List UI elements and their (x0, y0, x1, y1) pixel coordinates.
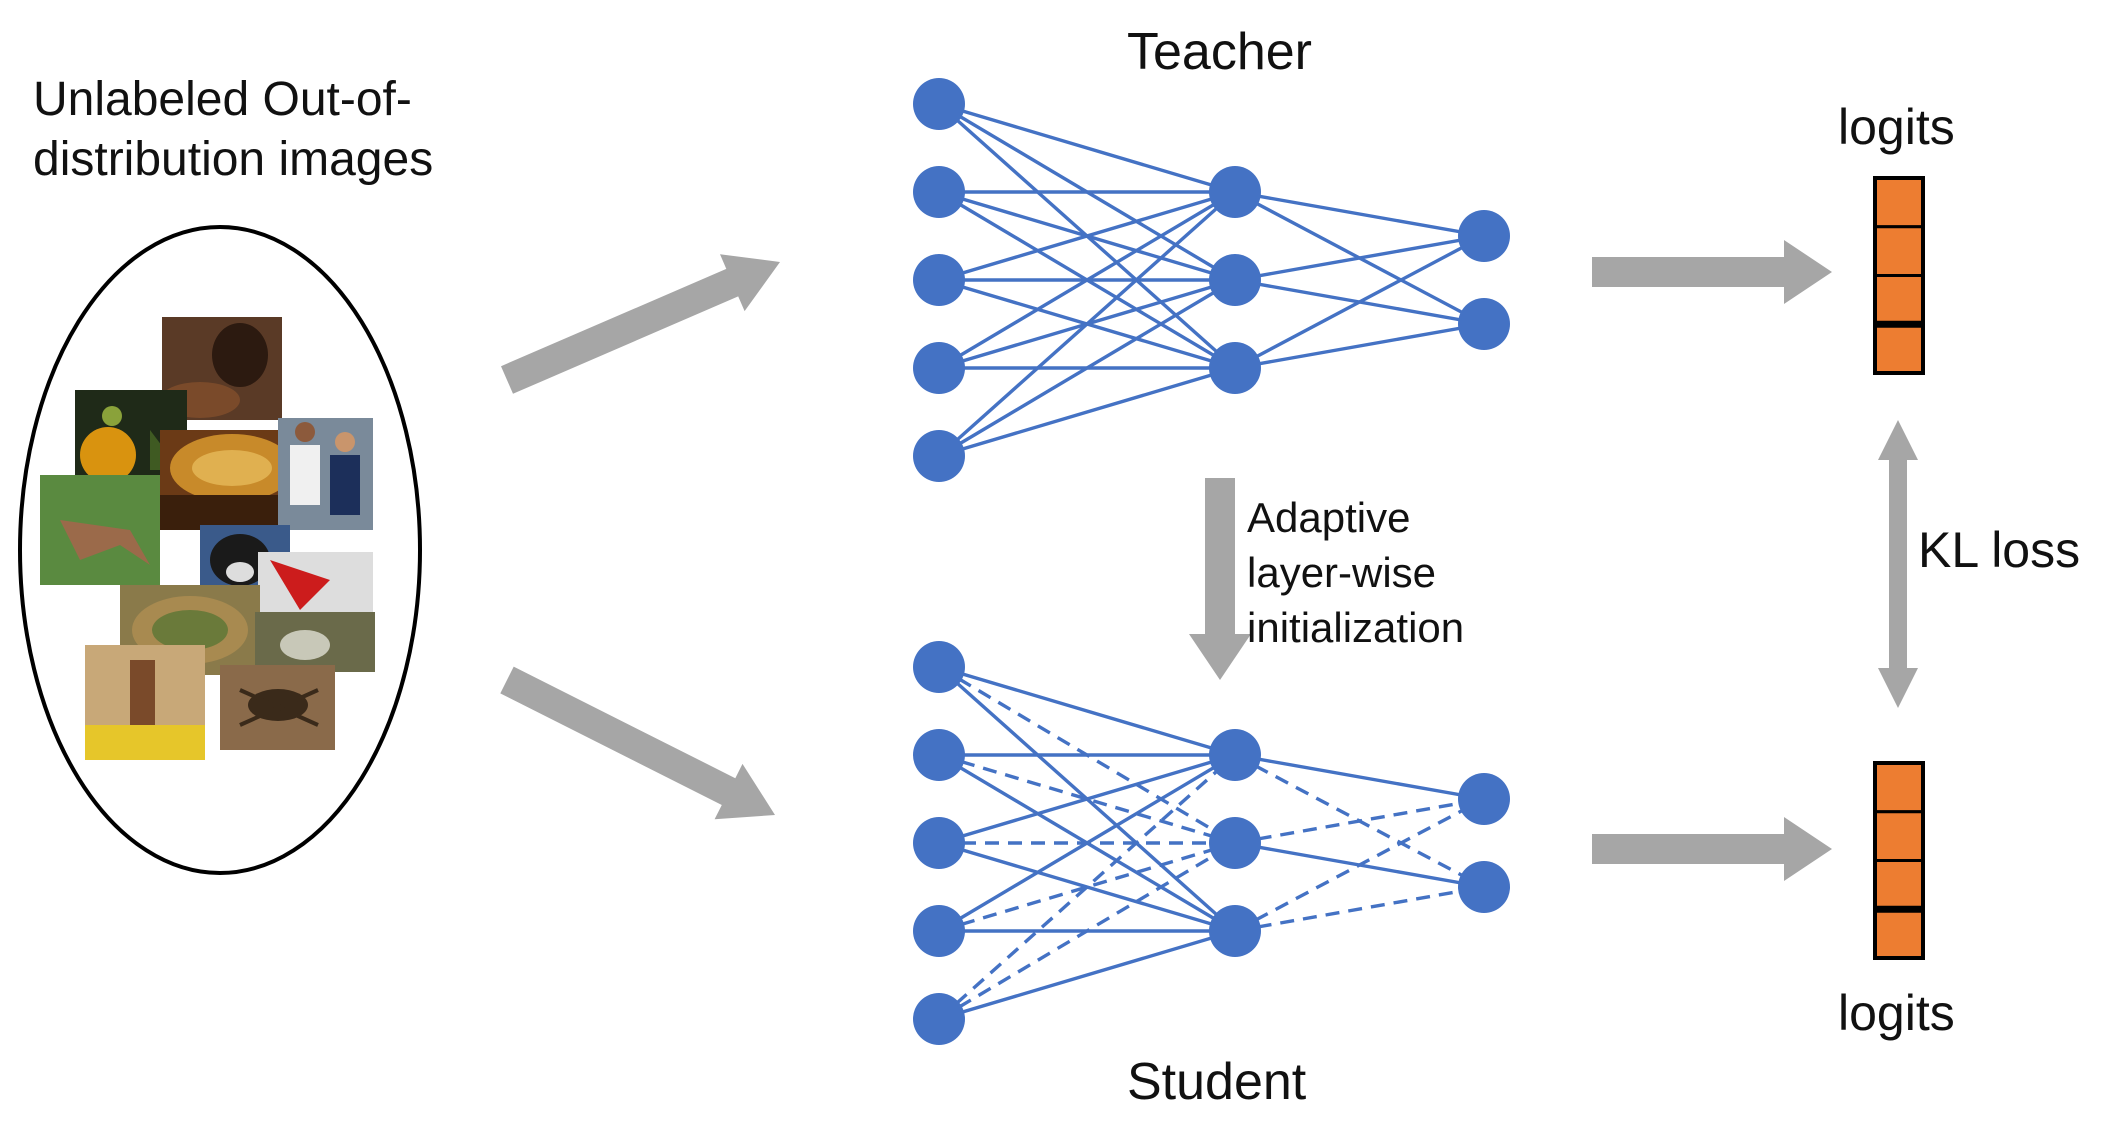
initialization-label-line1: Adaptive (1247, 494, 1411, 541)
teacher-logit-cell (1873, 225, 1925, 277)
student-edge (937, 753, 1237, 1021)
teacher-node (1209, 254, 1261, 306)
initialization-label: Adaptive layer-wise initialization (1247, 490, 1464, 655)
teacher-node (1458, 298, 1510, 350)
teacher-edge (938, 278, 1236, 458)
flow-arrows (500, 240, 1918, 881)
input-to-teacher-arrow (501, 254, 780, 394)
student-to-logits-arrow (1592, 817, 1832, 881)
student-edge (938, 753, 1236, 845)
student-node (1458, 861, 1510, 913)
teacher-node (913, 430, 965, 482)
teacher-network (913, 78, 1510, 482)
kl-loss-arrow (1878, 420, 1918, 708)
student-edge (938, 929, 1236, 1021)
input-images-label-line1: Unlabeled Out-of- (33, 73, 412, 126)
student-node (1209, 905, 1261, 957)
student-edge (938, 841, 1236, 1021)
initialization-label-line3: initialization (1247, 604, 1465, 651)
student-edge (938, 753, 1236, 933)
student-edge (1234, 797, 1485, 845)
student-logit-cell (1873, 810, 1925, 862)
input-images-label: Unlabeled Out-of- distribution images (33, 70, 433, 190)
teacher-logits-label: logits (1838, 99, 1955, 155)
teacher-edge (937, 190, 1237, 458)
initialization-label-line2: layer-wise (1247, 549, 1437, 596)
teacher-edge (1234, 322, 1485, 370)
student-logit-frame (1873, 761, 1925, 960)
student-node (913, 905, 965, 957)
image-collage-icon (18, 225, 422, 875)
teacher-node (913, 78, 965, 130)
student-edge (1234, 797, 1485, 933)
student-node (913, 729, 965, 781)
teacher-logit-cell (1873, 176, 1925, 229)
student-edge (938, 665, 1236, 757)
student-logits-label: logits (1838, 985, 1955, 1041)
student-node (913, 817, 965, 869)
student-logit-cell (1873, 859, 1925, 911)
teacher-to-logits-arrow (1592, 240, 1832, 304)
teacher-logit-cell (1873, 274, 1925, 326)
kl-loss-label: KL loss (1918, 522, 2081, 578)
student-node (913, 993, 965, 1045)
student-node (1458, 773, 1510, 825)
teacher-edge (1234, 190, 1485, 238)
teacher-label: Teacher (1127, 23, 1312, 81)
teacher-node (913, 254, 965, 306)
teacher-edge (1234, 234, 1485, 282)
teacher-edge (1234, 234, 1485, 370)
teacher-node (913, 166, 965, 218)
student-node (1209, 817, 1261, 869)
student-edge (938, 841, 1236, 933)
student-node (1209, 729, 1261, 781)
input-images-label-line2: distribution images (33, 133, 434, 186)
teacher-edge (938, 366, 1236, 458)
student-node (913, 641, 965, 693)
student-network (913, 641, 1510, 1045)
student-logit-cell (1873, 907, 1925, 960)
student-edge (938, 753, 1236, 845)
student-logits-box (1873, 761, 1925, 960)
teacher-node (1209, 166, 1261, 218)
student-edge (1234, 885, 1485, 933)
teacher-node (913, 342, 965, 394)
input-to-student-arrow (500, 666, 775, 820)
teacher-logit-frame (1873, 176, 1925, 375)
teacher-edge (938, 190, 1236, 282)
student-edge (938, 841, 1236, 933)
teacher-node (1458, 210, 1510, 262)
teacher-logit-cell (1873, 322, 1925, 375)
student-logit-cell (1873, 761, 1925, 814)
student-edge (1234, 753, 1485, 801)
student-label: Student (1127, 1053, 1307, 1111)
initialization-arrow (1189, 478, 1251, 680)
teacher-edge (938, 102, 1236, 194)
teacher-node (1209, 342, 1261, 394)
teacher-edge (938, 190, 1236, 370)
teacher-logits-box (1873, 176, 1925, 375)
